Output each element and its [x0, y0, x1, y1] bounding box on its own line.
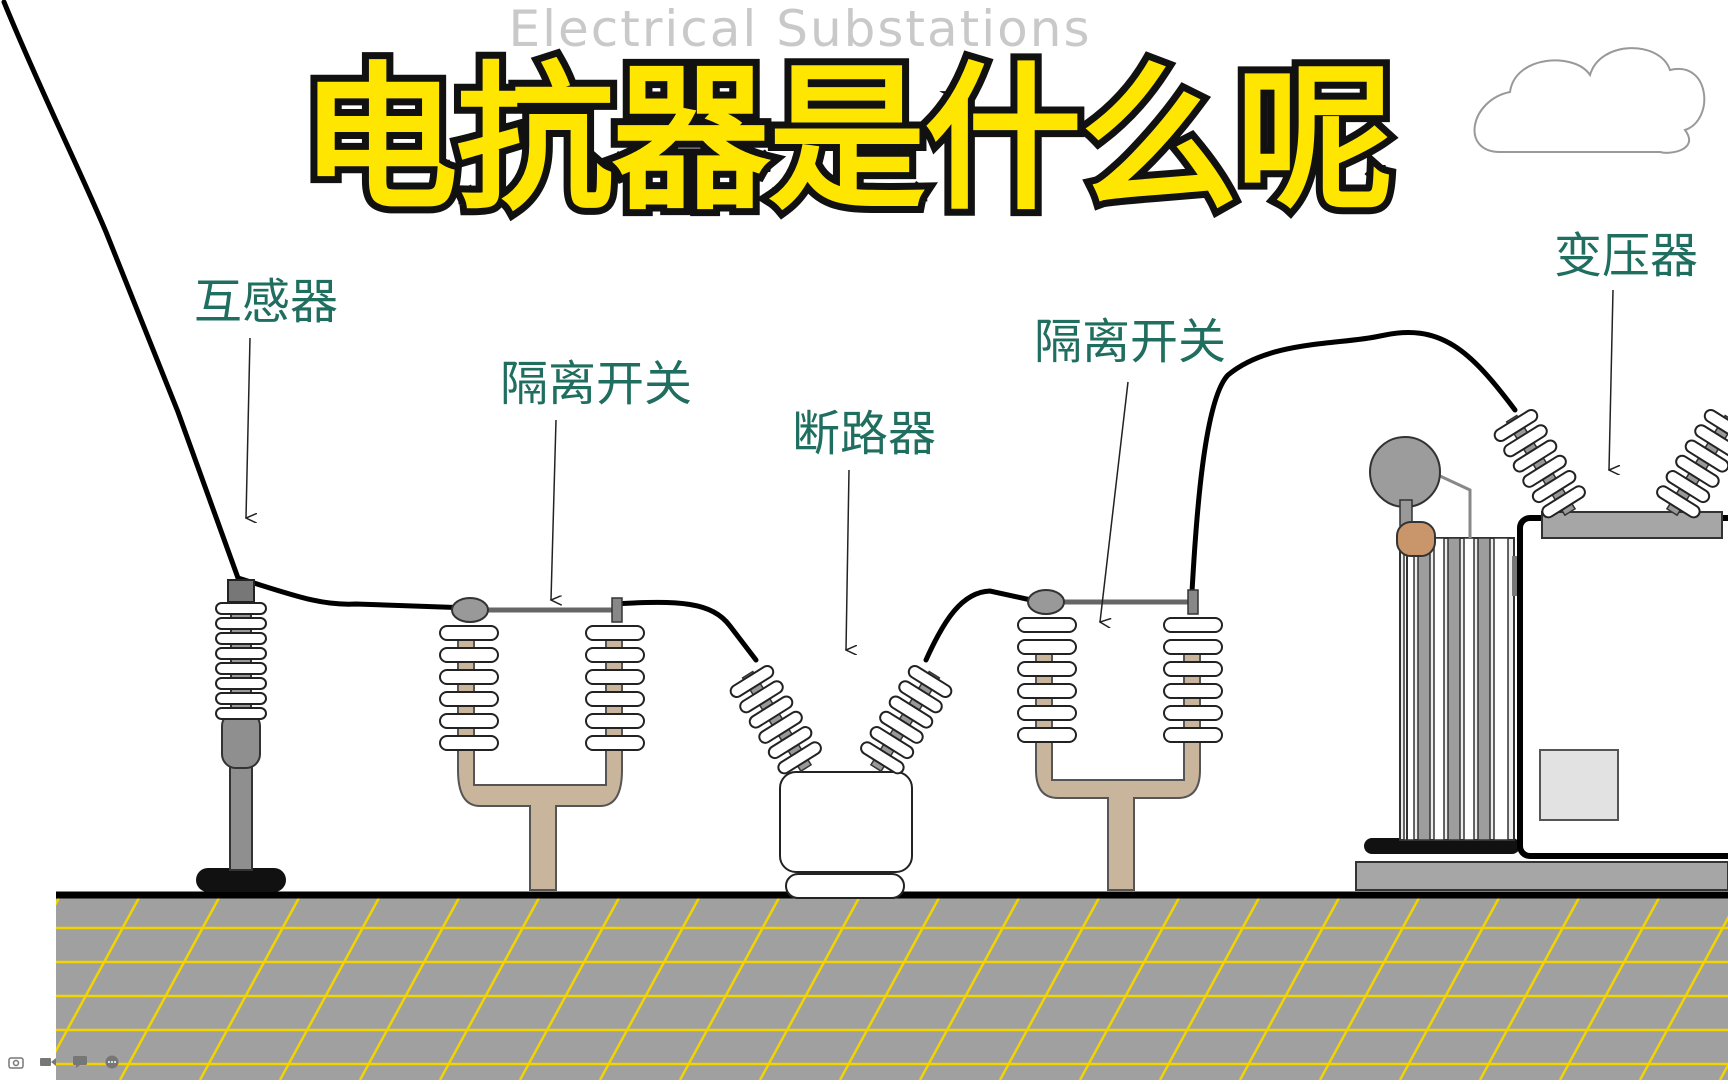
cloud — [1473, 47, 1706, 154]
label-breaker: 断路器 — [792, 406, 937, 462]
label-disconnector-right: 隔离开关 — [1034, 314, 1227, 370]
label-instrument-transformer: 互感器 — [194, 274, 339, 330]
ground — [56, 891, 1728, 1080]
label-disconnector-left: 隔离开关 — [500, 356, 693, 412]
watermark-text: Electrical Substations — [508, 0, 1092, 58]
comment-icon[interactable] — [70, 1054, 90, 1070]
player-toolbar — [6, 1054, 122, 1070]
conductor-wires — [1, 0, 1518, 663]
instrument-transformer — [196, 579, 286, 892]
label-arrows — [246, 289, 1613, 650]
circuit-breaker — [729, 664, 953, 899]
radiator — [1399, 537, 1515, 841]
page-title: 电抗器是什么呢 — [293, 43, 1401, 237]
power-transformer — [1355, 408, 1728, 891]
camera-icon[interactable] — [6, 1054, 26, 1070]
video-icon[interactable] — [38, 1054, 58, 1070]
disconnector-left — [439, 597, 645, 891]
label-power-transformer: 变压器 — [1554, 228, 1699, 284]
disconnector-right — [1017, 589, 1223, 891]
more-icon[interactable] — [102, 1054, 122, 1070]
